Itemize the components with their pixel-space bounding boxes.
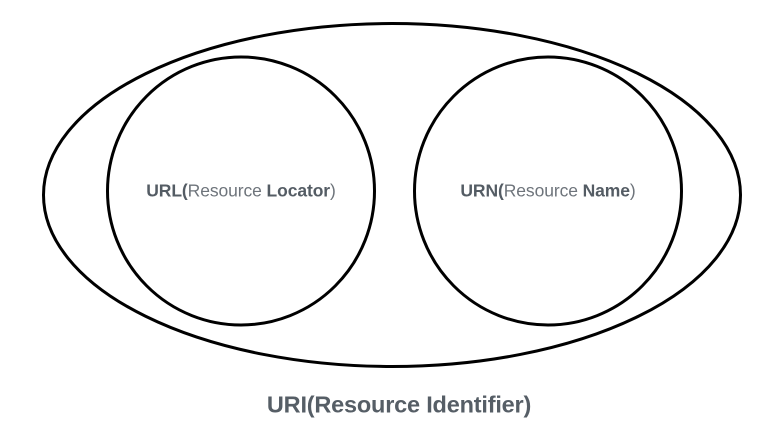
url-open-paren: ( [181,180,188,201]
url-set-label: URL(Resource Locator) [146,180,336,201]
urn-abbrev: URN [460,180,499,201]
urn-close-paren: ) [629,180,636,201]
url-emphasis-word: Locator [266,180,331,201]
uri-caption-label: URI(Resource Identifier) [266,391,532,418]
outer-ellipse-uri [42,22,742,368]
urn-open-paren: ( [498,180,504,201]
inner-ellipse-urn [413,55,683,327]
url-middle-word: Resource [187,180,267,201]
inner-ellipse-url [106,55,376,327]
url-close-paren: ) [330,180,336,201]
url-abbrev: URL [146,180,182,201]
urn-middle-word: Resource [503,180,583,201]
urn-set-label: URN(Resource Name) [460,182,635,200]
urn-emphasis-word: Name [582,180,630,201]
